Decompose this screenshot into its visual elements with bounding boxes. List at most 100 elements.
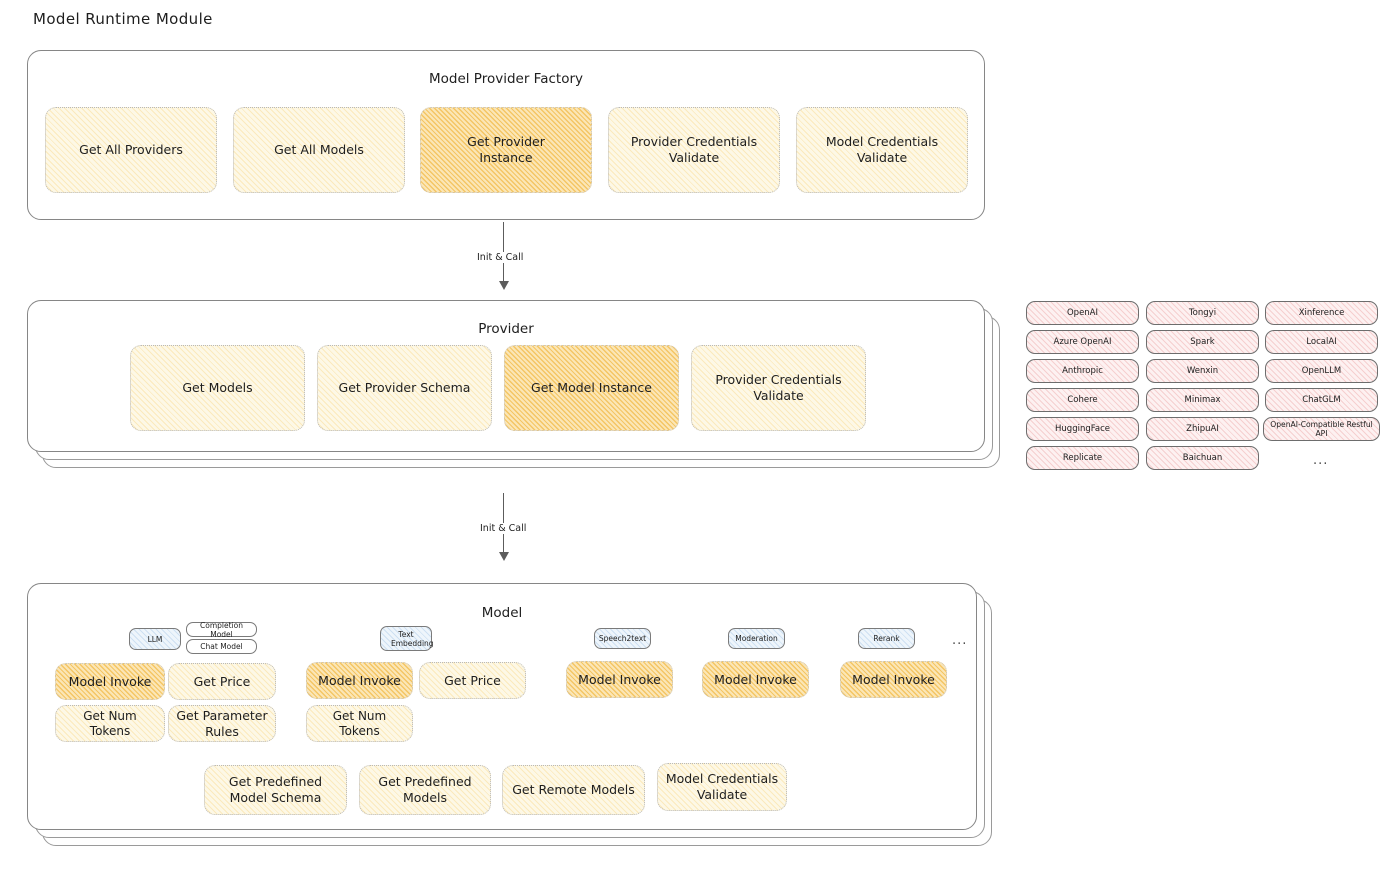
provider-pill-label: Cohere [1067, 395, 1098, 405]
llm-method-get-parameter-rules[interactable]: Get Parameter Rules [168, 705, 276, 742]
provider-node-get-provider-schema[interactable]: Get Provider Schema [317, 345, 492, 431]
provider-pill-openai-compatible-restful-api[interactable]: OpenAI-Compatible Restful API [1263, 417, 1380, 441]
provider-pill-label: Xinference [1298, 308, 1345, 318]
provider-pill-openai[interactable]: OpenAI [1026, 301, 1139, 325]
method-label: Get Price [193, 673, 251, 689]
method-label: Model Credentials Validate [665, 771, 779, 802]
model-subtag-chat-model[interactable]: Chat Model [186, 639, 257, 654]
llm-method-model-invoke[interactable]: Model Invoke [55, 663, 165, 700]
llm-method-get-num-tokens[interactable]: Get Num Tokens [55, 705, 165, 742]
provider-pill-replicate[interactable]: Replicate [1026, 446, 1139, 470]
factory-node-get-provider-instance[interactable]: Get Provider Instance [420, 107, 592, 193]
factory-node-label: Provider Credentials Validate [630, 134, 758, 165]
model-common-get-predefined-model-schema[interactable]: Get Predefined Model Schema [204, 765, 347, 815]
provider-pill-label: OpenAI [1066, 308, 1099, 318]
provider-pill-xinference[interactable]: Xinference [1265, 301, 1378, 325]
rerank-method-model-invoke[interactable]: Model Invoke [840, 661, 947, 698]
llm-method-get-price[interactable]: Get Price [168, 663, 276, 700]
provider-pill-label: LocalAI [1306, 337, 1337, 347]
provider-pill-label: Baichuan [1182, 453, 1223, 463]
factory-node-label: Get All Providers [79, 142, 183, 158]
model-provider-factory-title: Model Provider Factory [428, 71, 583, 87]
model-title: Model [481, 605, 523, 621]
provider-node-label: Get Provider Schema [338, 380, 471, 396]
model-type-tag-rerank[interactable]: Rerank [858, 628, 915, 649]
provider-pill-wenxin[interactable]: Wenxin [1146, 359, 1259, 383]
provider-pill-label: HuggingFace [1055, 424, 1110, 434]
page-title: Model Runtime Module [33, 10, 213, 28]
model-subtag-label: Completion Model [200, 620, 243, 639]
text-embedding-method-get-num-tokens[interactable]: Get Num Tokens [306, 705, 413, 742]
arrow-factory-to-provider-head [499, 281, 509, 290]
factory-node-get-all-models[interactable]: Get All Models [233, 107, 405, 193]
provider-list-more: ... [1313, 453, 1329, 468]
provider-pill-label: OpenLLM [1301, 366, 1342, 376]
model-common-get-predefined-models[interactable]: Get Predefined Models [359, 765, 491, 815]
provider-pill-label: Azure OpenAI [1053, 337, 1112, 347]
provider-pill-huggingface[interactable]: HuggingFace [1026, 417, 1139, 441]
provider-node-label: Get Model Instance [531, 380, 652, 396]
provider-pill-azure-openai[interactable]: Azure OpenAI [1026, 330, 1139, 354]
factory-node-provider-credentials-validate[interactable]: Provider Credentials Validate [608, 107, 780, 193]
text-embedding-method-model-invoke[interactable]: Model Invoke [306, 662, 413, 699]
provider-pill-zhipuai[interactable]: ZhipuAI [1146, 417, 1259, 441]
method-label: Model Invoke [852, 671, 935, 687]
provider-pill-cohere[interactable]: Cohere [1026, 388, 1139, 412]
model-type-tag-label: Text Embedding [391, 629, 434, 648]
method-label: Get Num Tokens [332, 708, 387, 738]
model-type-tag-llm[interactable]: LLM [129, 628, 181, 650]
model-types-more: ... [952, 633, 968, 648]
model-type-tag-speech2text[interactable]: Speech2text [594, 628, 651, 649]
text-embedding-method-get-price[interactable]: Get Price [419, 662, 526, 699]
factory-node-label: Get All Models [274, 142, 364, 158]
factory-node-label: Model Credentials Validate [825, 134, 939, 165]
model-type-tag-moderation[interactable]: Moderation [728, 628, 785, 649]
provider-pill-label: Minimax [1184, 395, 1221, 405]
provider-pill-localai[interactable]: LocalAI [1265, 330, 1378, 354]
model-type-tag-label: Speech2text [598, 634, 647, 643]
model-type-tag-label: LLM [147, 634, 163, 644]
method-label: Get Price [444, 672, 501, 688]
model-type-tag-label: Rerank [873, 634, 900, 643]
provider-pill-minimax[interactable]: Minimax [1146, 388, 1259, 412]
arrow-provider-to-model-head [499, 552, 509, 561]
factory-node-label: Get Provider Instance [467, 134, 545, 165]
speech2text-method-model-invoke[interactable]: Model Invoke [566, 661, 673, 698]
provider-pill-label: Tongyi [1188, 308, 1217, 318]
provider-pill-openllm[interactable]: OpenLLM [1265, 359, 1378, 383]
provider-pill-tongyi[interactable]: Tongyi [1146, 301, 1259, 325]
method-label: Model Invoke [578, 671, 661, 687]
provider-node-provider-credentials-validate[interactable]: Provider Credentials Validate [691, 345, 866, 431]
provider-pill-label: Replicate [1062, 453, 1103, 463]
model-common-get-remote-models[interactable]: Get Remote Models [502, 765, 645, 815]
method-label: Get Num Tokens [83, 708, 137, 738]
provider-pill-label: Wenxin [1186, 366, 1219, 376]
provider-pill-label: ZhipuAI [1186, 424, 1219, 434]
arrow-provider-to-model-label: Init & Call [476, 523, 531, 534]
method-label: Get Parameter Rules [176, 707, 268, 739]
model-common-model-credentials-validate[interactable]: Model Credentials Validate [657, 763, 787, 811]
provider-node-get-model-instance[interactable]: Get Model Instance [504, 345, 679, 431]
method-label: Get Remote Models [512, 782, 635, 798]
provider-pill-baichuan[interactable]: Baichuan [1146, 446, 1259, 470]
model-type-tag-label: Moderation [735, 634, 778, 643]
provider-pill-label: Anthropic [1062, 366, 1103, 376]
factory-node-get-all-providers[interactable]: Get All Providers [45, 107, 217, 193]
provider-node-get-models[interactable]: Get Models [130, 345, 305, 431]
method-label: Model Invoke [318, 672, 401, 688]
provider-node-label: Get Models [182, 380, 253, 396]
method-label: Model Invoke [68, 673, 152, 689]
moderation-method-model-invoke[interactable]: Model Invoke [702, 661, 809, 698]
provider-pill-chatglm[interactable]: ChatGLM [1265, 388, 1378, 412]
method-label: Get Predefined Model Schema [228, 774, 323, 805]
provider-pill-spark[interactable]: Spark [1146, 330, 1259, 354]
model-subtag-completion-model[interactable]: Completion Model [186, 620, 257, 639]
factory-node-model-credentials-validate[interactable]: Model Credentials Validate [796, 107, 968, 193]
arrow-factory-to-provider-label: Init & Call [473, 252, 528, 263]
provider-title: Provider [478, 321, 534, 337]
provider-pill-label: Spark [1190, 337, 1215, 347]
provider-pill-label: ChatGLM [1302, 395, 1341, 405]
model-type-tag-text-embedding[interactable]: Text Embedding [380, 626, 434, 651]
provider-node-label: Provider Credentials Validate [715, 372, 842, 403]
provider-pill-anthropic[interactable]: Anthropic [1026, 359, 1139, 383]
